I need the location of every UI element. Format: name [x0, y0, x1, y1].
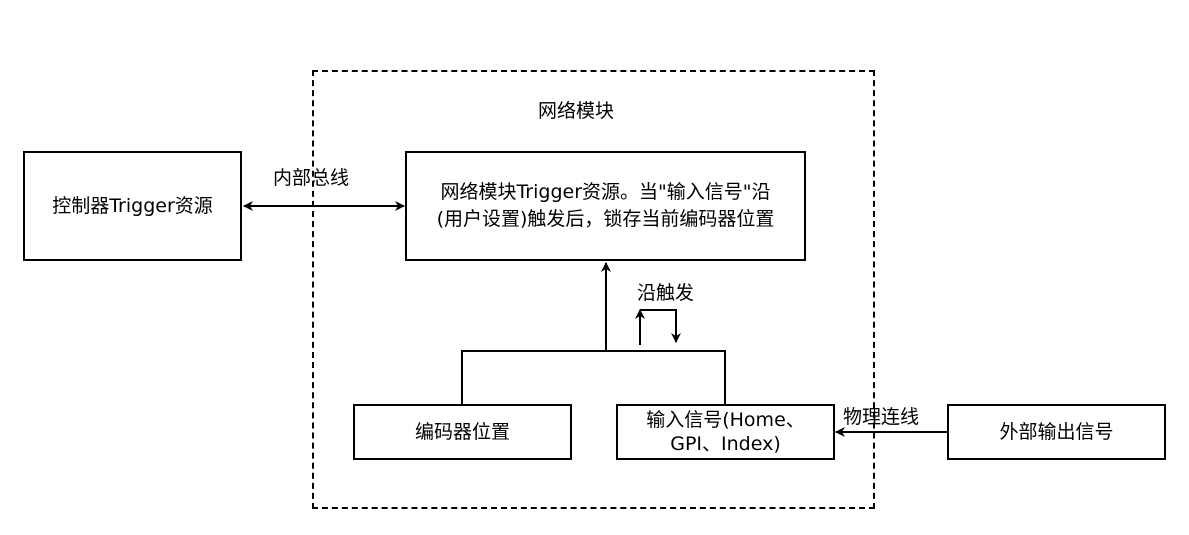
internal-bus-label: 内部总线	[273, 167, 350, 189]
merge-bracket	[461, 350, 726, 404]
edge-trigger-label: 沿触发	[637, 282, 695, 304]
input-signal-node[interactable]: 输入信号(Home、 GPI、Index)	[616, 404, 835, 460]
network-module-group	[312, 70, 875, 509]
network-trigger-node[interactable]: 网络模块Trigger资源。当"输入信号"沿 (用户设置)触发后，锁存当前编码器…	[405, 151, 806, 261]
external-output-node[interactable]: 外部输出信号	[947, 404, 1166, 460]
input-signal-line1: 输入信号(Home、	[646, 409, 805, 431]
encoder-position-node[interactable]: 编码器位置	[353, 404, 572, 460]
network-module-title: 网络模块	[538, 100, 615, 122]
network-trigger-line1: 网络模块Trigger资源。当"输入信号"沿	[440, 181, 771, 203]
rising-falling-edge-icon	[635, 309, 681, 345]
network-trigger-line2: (用户设置)触发后，锁存当前编码器位置	[436, 208, 775, 230]
physical-wire-label: 物理连线	[843, 406, 920, 428]
input-signal-line2: GPI、Index)	[670, 433, 781, 455]
controller-trigger-node[interactable]: 控制器Trigger资源	[23, 151, 242, 261]
external-output-label: 外部输出信号	[999, 420, 1114, 443]
encoder-position-label: 编码器位置	[414, 420, 510, 443]
controller-trigger-label: 控制器Trigger资源	[52, 194, 213, 217]
